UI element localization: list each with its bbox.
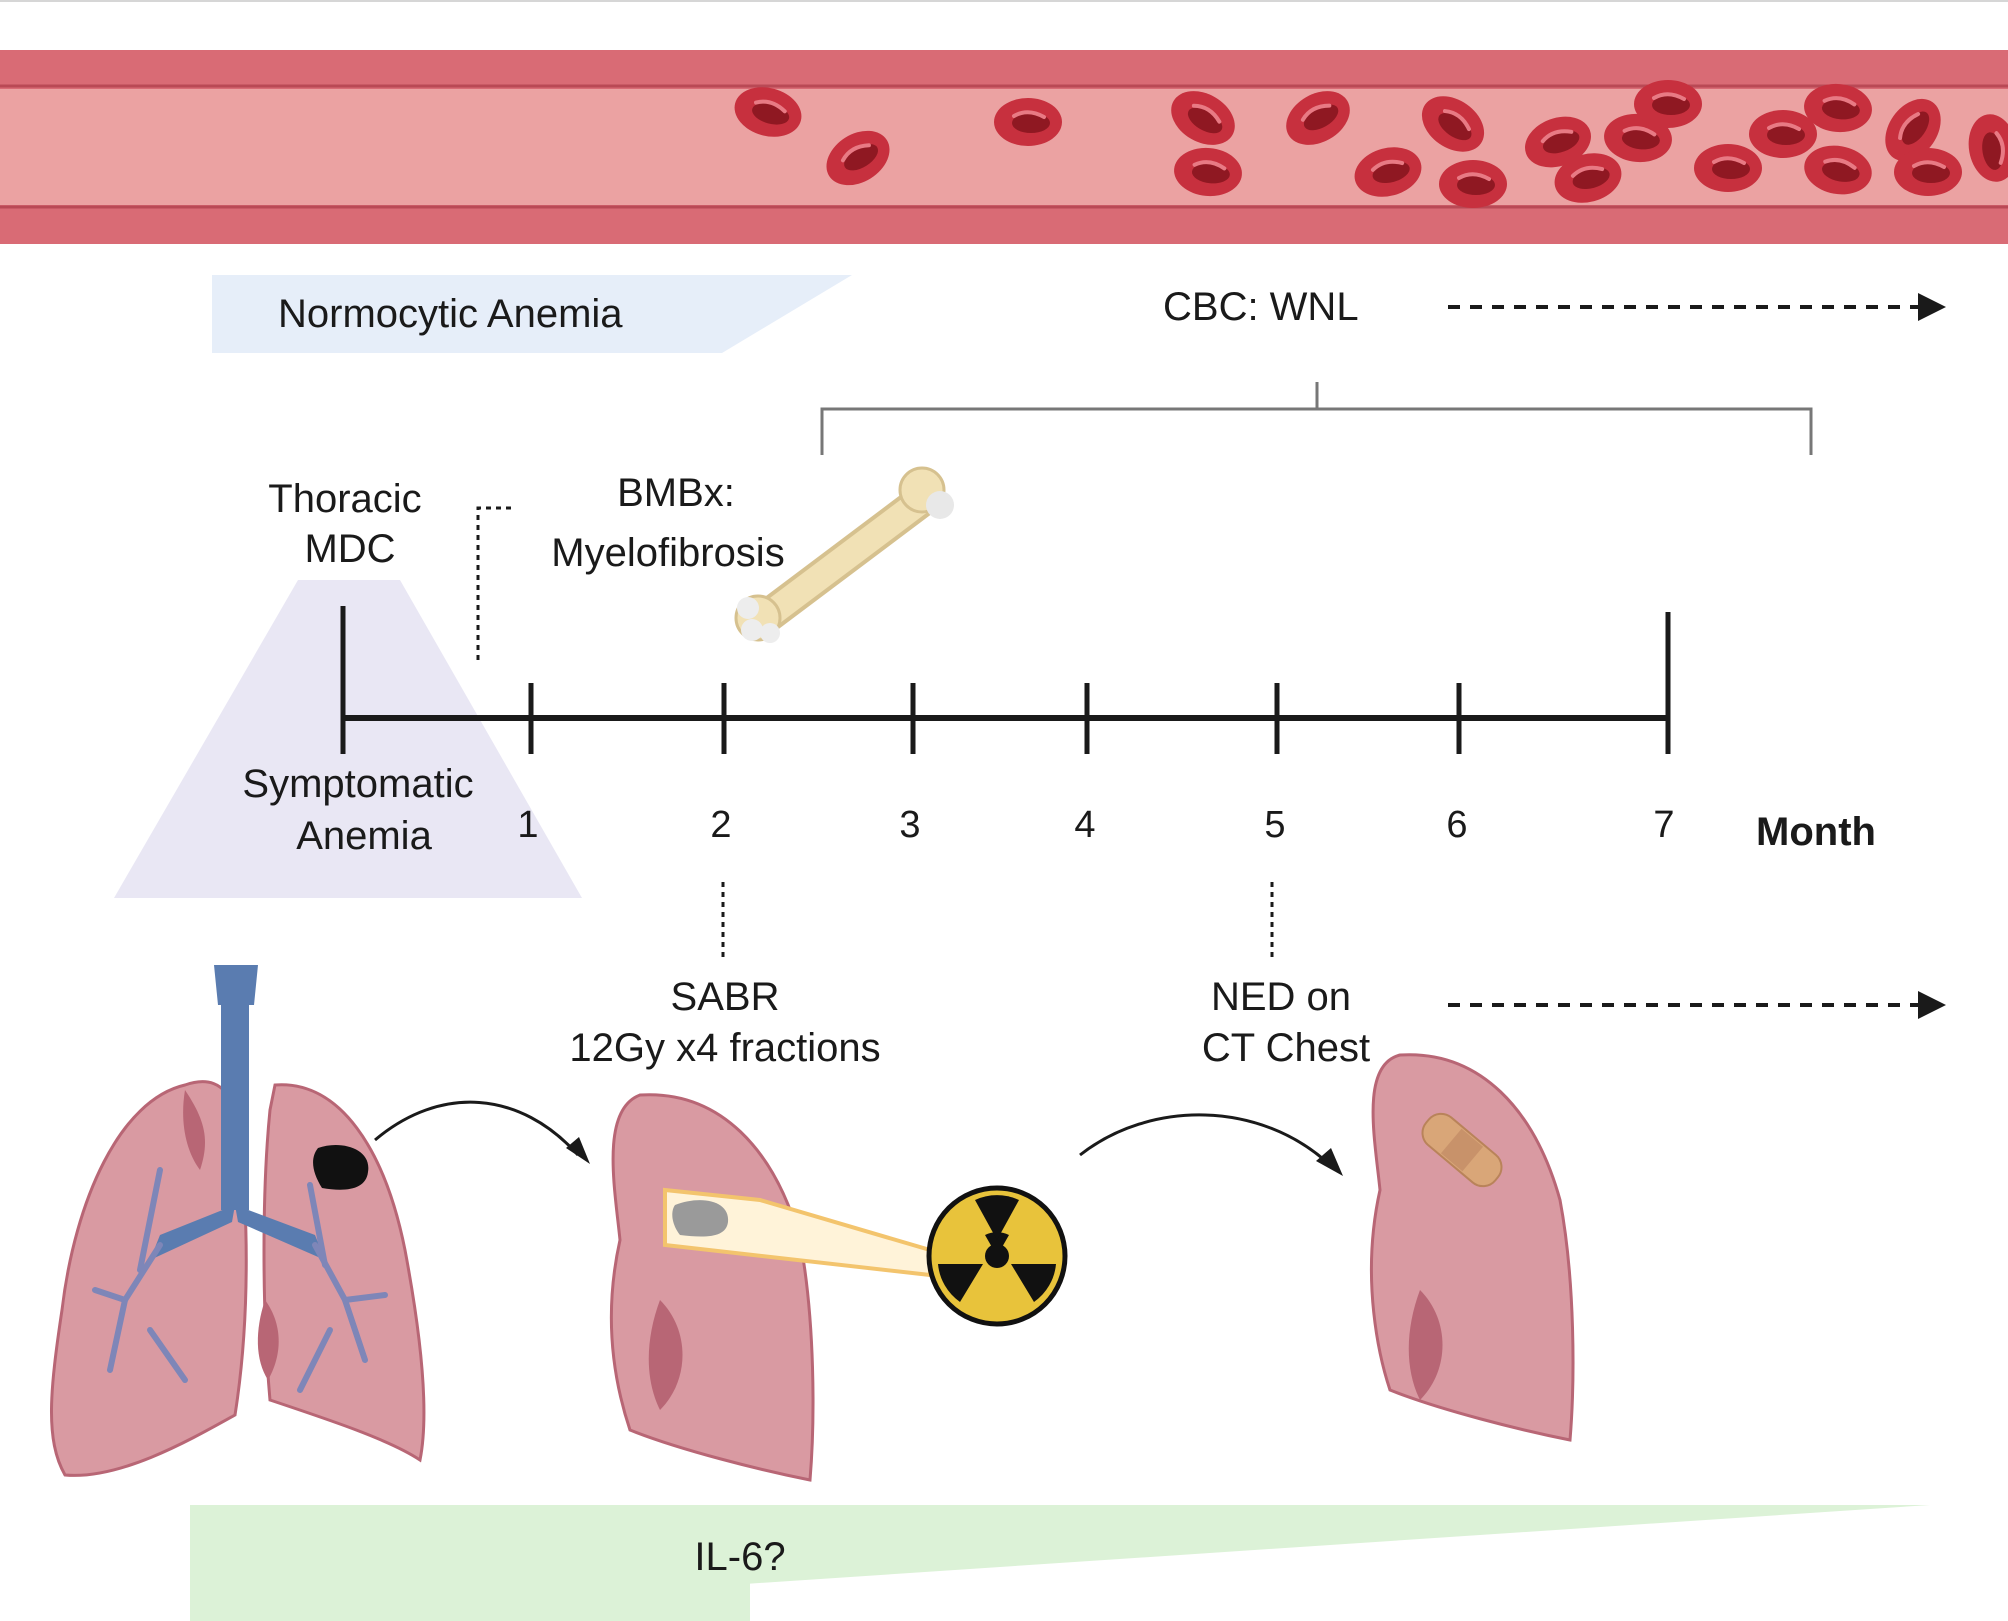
il6-label: IL-6? bbox=[694, 1535, 785, 1579]
recovery-arrow bbox=[1079, 1113, 1332, 1167]
radiation-icon bbox=[926, 1185, 1068, 1327]
cbc-arrowhead bbox=[1918, 293, 1946, 321]
tick-label: 6 bbox=[1446, 804, 1467, 846]
cbc-label: CBC: WNL bbox=[1163, 285, 1359, 329]
tumor-icon bbox=[313, 1145, 369, 1190]
red-blood-cell-icon bbox=[992, 96, 1064, 148]
normocytic-anemia-label: Normocytic Anemia bbox=[278, 292, 623, 336]
bandage-icon bbox=[1421, 1112, 1503, 1188]
tick-label: 4 bbox=[1074, 804, 1095, 846]
sabr-label-line2: 12Gy x4 fractions bbox=[569, 1026, 880, 1070]
month-axis-label: Month bbox=[1756, 810, 1876, 854]
red-blood-cell-icon bbox=[1747, 108, 1819, 160]
bone-icon bbox=[734, 466, 954, 643]
tick-label: 7 bbox=[1653, 804, 1674, 846]
timeline-axis bbox=[340, 606, 1671, 754]
tick-label: 1 bbox=[517, 804, 538, 846]
cbc-bracket bbox=[820, 382, 1813, 455]
symptomatic-anemia-band bbox=[114, 580, 582, 898]
ned-label-line1: NED on bbox=[1211, 975, 1351, 1019]
red-blood-cell-icon bbox=[1632, 78, 1704, 130]
bmbx-label-line1: BMBx: bbox=[617, 471, 735, 515]
bmbx-label-line2: Myelofibrosis bbox=[551, 531, 784, 575]
tumor-icon bbox=[672, 1200, 729, 1237]
red-blood-cell-icon bbox=[1437, 158, 1509, 210]
ned-arrowhead bbox=[1918, 991, 1946, 1019]
recovery-arrowhead bbox=[1316, 1148, 1343, 1176]
symptomatic-anemia-label-line1: Symptomatic bbox=[242, 762, 473, 806]
ned-label-line2: CT Chest bbox=[1202, 1026, 1370, 1070]
bronchi-icon bbox=[92, 1167, 388, 1393]
thoracic-mdc-label-line1: Thoracic bbox=[268, 477, 421, 521]
thoracic-mdc-label-line2: MDC bbox=[304, 527, 395, 571]
normocytic-anemia-band bbox=[212, 275, 852, 353]
treatment-arrow bbox=[374, 1100, 580, 1156]
lungs-icon bbox=[50, 965, 426, 1477]
red-blood-cell-icon bbox=[1892, 146, 1964, 198]
irradiated-lung-icon bbox=[609, 1093, 815, 1482]
red-blood-cell-icon bbox=[1692, 142, 1764, 194]
trachea-icon bbox=[150, 965, 325, 1260]
tick-labels: 1 2 3 4 5 6 7 bbox=[517, 804, 1674, 846]
healed-lung-icon bbox=[1369, 1053, 1575, 1442]
symptomatic-anemia-label-line2: Anemia bbox=[296, 814, 432, 858]
bmbx-dotted-marker bbox=[476, 506, 512, 660]
tick-label: 5 bbox=[1264, 804, 1285, 846]
treatment-arrowhead bbox=[566, 1137, 590, 1164]
tick-label: 2 bbox=[710, 804, 731, 846]
sabr-label-line1: SABR bbox=[671, 975, 780, 1019]
blood-vessel-icon bbox=[0, 50, 2008, 244]
tick-label: 3 bbox=[899, 804, 920, 846]
